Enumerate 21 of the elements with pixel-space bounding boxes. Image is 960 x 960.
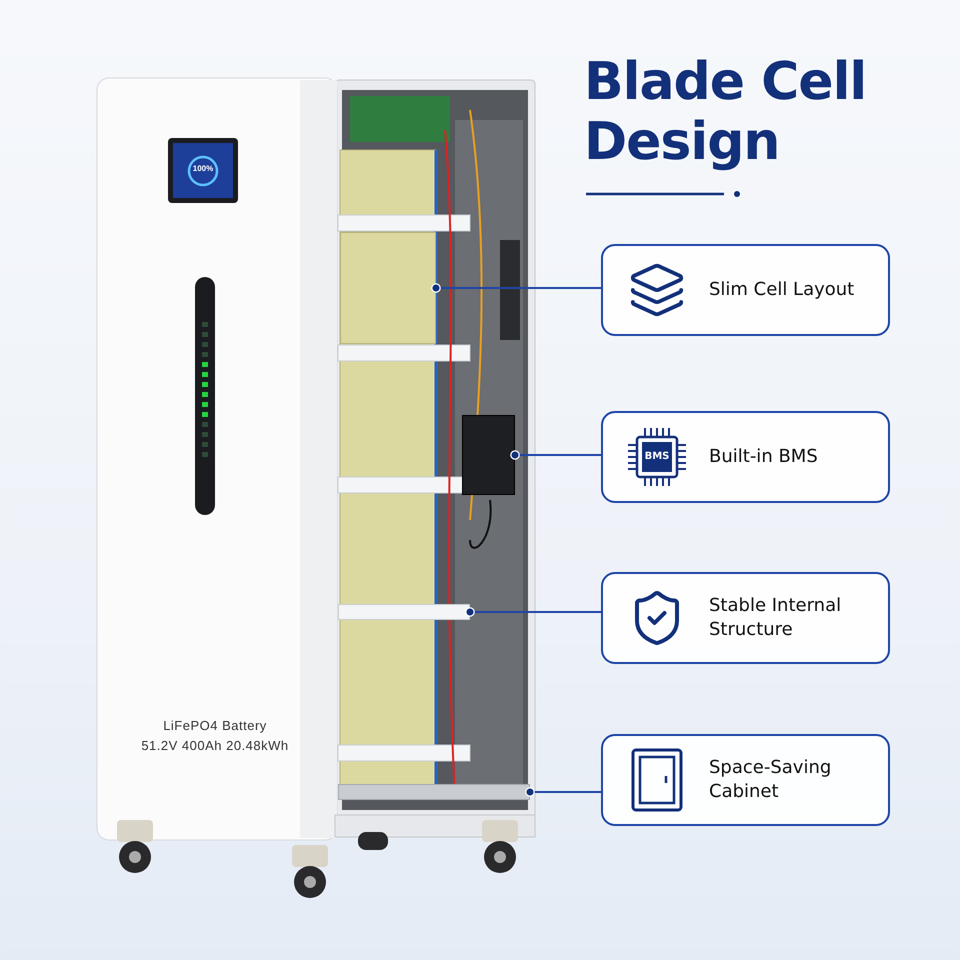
spec-label: 51.2V 400Ah 20.48kWh xyxy=(140,738,290,754)
title: Blade Cell Design xyxy=(584,52,868,172)
leader-line xyxy=(465,607,601,617)
battery-cell xyxy=(340,232,436,344)
feature-card xyxy=(601,244,890,336)
chip-label: BMS xyxy=(644,450,670,464)
leader-line xyxy=(431,283,601,293)
screen-readout: 100% xyxy=(192,164,214,174)
bms-module xyxy=(462,415,515,495)
mounting-bracket xyxy=(338,604,470,620)
feature-card xyxy=(601,572,890,664)
feature-card xyxy=(601,411,890,503)
cabinet-base-tray xyxy=(338,784,530,800)
feature-label: Space-Saving Cabinet xyxy=(709,756,832,804)
leader-line xyxy=(510,450,601,460)
product-label: LiFePO4 Battery xyxy=(162,718,268,734)
feature-label: Built-in BMS xyxy=(709,445,819,469)
feature-card xyxy=(601,734,890,826)
leader-line xyxy=(525,787,601,797)
feature-label: Slim Cell Layout xyxy=(709,278,856,302)
feature-label: Stable Internal Structure xyxy=(709,594,842,642)
